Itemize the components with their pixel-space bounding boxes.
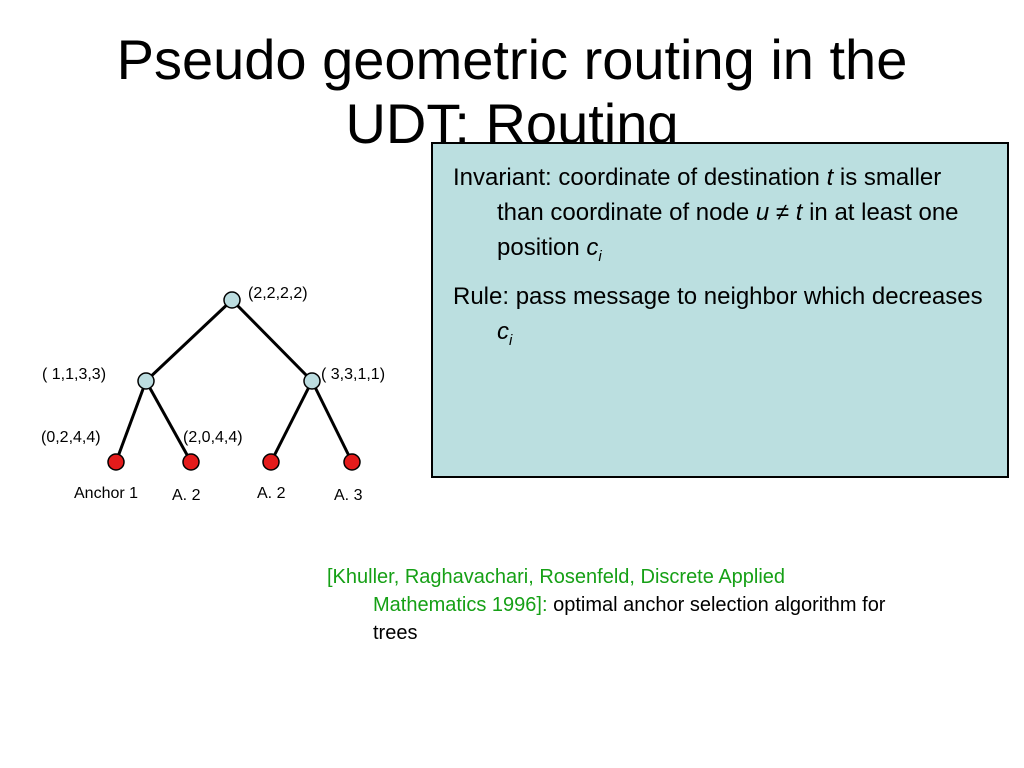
- invariant-text-3: in at least one position: [497, 199, 959, 261]
- title-line-1: Pseudo geometric routing in the: [116, 28, 908, 91]
- anchor-label-1: Anchor 1: [74, 485, 138, 502]
- var-u: u: [755, 199, 770, 226]
- invariant-text-1: Invariant: coordinate of destination: [453, 164, 827, 191]
- edge-right-anchor4: [310, 380, 354, 463]
- var-c-rule: c: [497, 318, 509, 345]
- root-coord-label: (2,2,2,2): [248, 285, 308, 302]
- anchor-label-2: A. 2: [172, 487, 201, 504]
- left-right-coord-label: (2,0,4,4): [183, 429, 243, 446]
- var-t-2: t: [795, 199, 803, 226]
- edge-left-anchor2: [144, 380, 193, 463]
- slide-title: Pseudo geometric routing in the UDT: Rou…: [0, 28, 1024, 156]
- anchor-node-1: [107, 453, 125, 471]
- anchor-node-3: [262, 453, 280, 471]
- edge-root-right: [230, 298, 314, 383]
- anchor-node-2: [182, 453, 200, 471]
- left-left-coord-label: (0,2,4,4): [41, 429, 101, 446]
- citation: [Khuller, Raghavachari, Rosenfeld, Discr…: [327, 563, 887, 647]
- anchor-node-4: [343, 453, 361, 471]
- tree-node-root: [223, 291, 241, 309]
- tree-node-right: [303, 372, 321, 390]
- rule-text: Rule: pass message to neighbor which dec…: [453, 283, 983, 310]
- edge-right-anchor3: [269, 380, 314, 463]
- citation-text: optimal anchor selection algorithm for t…: [373, 594, 886, 644]
- invariant-rule-box: Invariant: coordinate of destination t i…: [431, 142, 1009, 478]
- anchor-label-4: A. 3: [334, 487, 363, 504]
- var-t: t: [826, 164, 834, 191]
- subscript-i-rule: i: [509, 331, 513, 349]
- left-coord-label: ( 1,1,3,3): [42, 366, 106, 383]
- tree-node-left: [137, 372, 155, 390]
- rule-paragraph: Rule: pass message to neighbor which dec…: [453, 279, 987, 349]
- invariant-text-2: is smaller than coordinate of node: [497, 164, 942, 226]
- subscript-i: i: [598, 247, 602, 265]
- edge-root-left: [144, 298, 234, 383]
- var-c: c: [586, 234, 599, 261]
- invariant-paragraph: Invariant: coordinate of destination t i…: [453, 160, 987, 265]
- right-coord-label: ( 3,3,1,1): [321, 366, 385, 383]
- citation-reference: [Khuller, Raghavachari, Rosenfeld, Discr…: [327, 566, 786, 616]
- not-equal-symbol: ≠: [769, 199, 796, 226]
- tree-edges: [114, 298, 354, 463]
- edge-left-anchor1: [114, 380, 148, 463]
- anchor-label-3: A. 2: [257, 485, 286, 502]
